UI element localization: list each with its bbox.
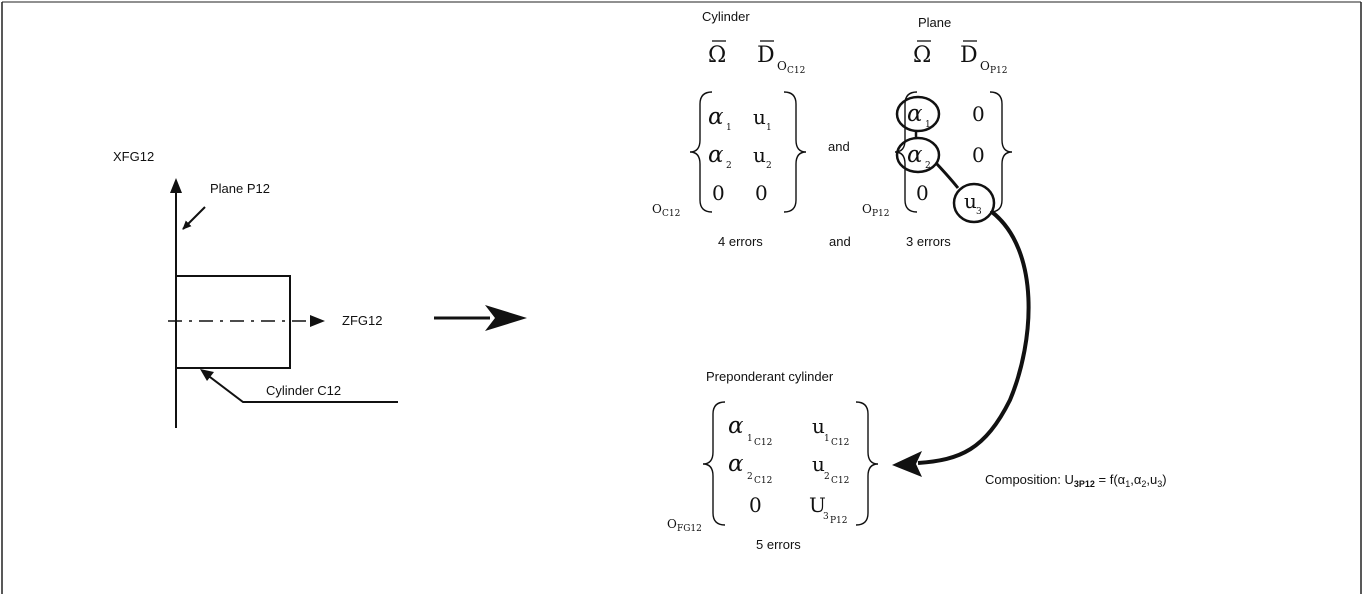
pl-u3-circle	[952, 182, 996, 224]
res-errors: 5 errors	[756, 537, 801, 552]
pl-origin: O	[862, 202, 872, 216]
res-r1-u-sub: 1	[824, 434, 830, 444]
composition-text: Composition: U3P12 = f(α1,α2,u3)	[985, 472, 1167, 489]
res-r2-u-sub: 2	[824, 472, 830, 482]
res-left-brace	[702, 401, 726, 526]
plane-block: Plane Ω D O P12 α 1 0 α 2 0 0 u 3 O P12 …	[862, 15, 1013, 249]
pl-d-sub: O	[980, 59, 990, 73]
cyl-r1-u: u	[753, 105, 766, 129]
res-r1-alpha-sub: 1	[747, 434, 753, 444]
cyl-r2-u-sub: 2	[766, 161, 772, 171]
res-r1-u: u	[812, 414, 825, 438]
x-axis-label: XFG12	[113, 149, 154, 164]
pl-omega-symbol: Ω	[913, 43, 931, 68]
res-origin-sub: FG12	[677, 524, 702, 534]
pl-d-symbol: D	[960, 43, 978, 68]
composition-curve	[917, 210, 1031, 465]
res-r2-alpha-subsub: C12	[754, 476, 772, 486]
plane-pointer-line	[182, 206, 206, 230]
cyl-errors: 4 errors	[718, 234, 763, 249]
res-r2-u-subsub: C12	[831, 476, 849, 486]
pl-r2-u: 0	[972, 143, 985, 167]
res-r2-alpha-sub: 2	[747, 472, 753, 482]
left-diagram: XFG12 Plane P12 ZFG12 Cylinder C12	[113, 149, 398, 428]
pl-r1-u: 0	[972, 102, 985, 126]
cyl-r1-alpha-sub: 1	[726, 123, 732, 133]
x-axis-arrowhead	[170, 178, 182, 193]
transition-arrow-icon	[434, 305, 527, 331]
res-r1-u-subsub: C12	[831, 438, 849, 448]
cylinder-label: Cylinder C12	[266, 383, 341, 398]
pl-r3-u: u	[964, 189, 977, 213]
pl-d-subsub: P12	[990, 66, 1008, 76]
cylinder-pointer-line	[205, 373, 398, 403]
cyl-r1-u-sub: 1	[766, 123, 772, 133]
res-r1-alpha: α	[728, 413, 744, 439]
and-middle: and	[828, 139, 850, 154]
cylinder-block: Cylinder Ω D O C12 α 1 u 1 α 2 u 2 0 0 O…	[652, 9, 807, 249]
cyl-omega-symbol: Ω	[708, 43, 726, 68]
cyl-left-brace	[689, 91, 713, 213]
cyl-r3-u: 0	[755, 181, 768, 205]
res-r2-alpha: α	[728, 451, 744, 477]
result-title: Preponderant cylinder	[706, 369, 834, 384]
pl-r1-alpha: α	[907, 101, 923, 127]
pl-r3-a: 0	[916, 181, 929, 205]
and-bottom: and	[829, 234, 851, 249]
pl-r2-alpha-sub: 2	[925, 161, 931, 171]
cyl-right-brace	[783, 91, 807, 213]
cyl-r1-alpha: α	[708, 104, 724, 130]
cyl-d-sub: O	[777, 59, 787, 73]
cyl-d-subsub: C12	[787, 66, 805, 76]
pl-alpha1-circle	[895, 95, 941, 133]
res-r1-alpha-subsub: C12	[754, 438, 772, 448]
result-block: Preponderant cylinder α 1 C12 u 1 C12 α …	[667, 369, 879, 552]
cyl-origin: O	[652, 202, 662, 216]
cyl-r2-u: u	[753, 143, 766, 167]
res-r3-u-subsub: P12	[830, 516, 848, 526]
cyl-origin-sub: C12	[662, 209, 680, 219]
cyl-r3-a: 0	[712, 181, 725, 205]
pl-alpha2-circle	[895, 136, 941, 174]
pl-origin-sub: P12	[872, 209, 890, 219]
z-axis-label: ZFG12	[342, 313, 382, 328]
z-axis-arrowhead	[310, 315, 325, 327]
pl-r2-alpha: α	[907, 142, 923, 168]
cyl-r2-alpha-sub: 2	[726, 161, 732, 171]
res-r3-a: 0	[749, 493, 762, 517]
res-r3-u-sub: 3	[823, 512, 829, 522]
cylinder-rect	[175, 275, 291, 369]
composition-arrowhead-icon	[892, 451, 922, 477]
pl-r1-alpha-sub: 1	[925, 120, 931, 130]
pl-right-brace	[989, 91, 1013, 213]
composition-formula: Composition: U3P12 = f(α1,α2,u3)	[985, 472, 1167, 489]
res-right-brace	[855, 401, 879, 526]
pl-alpha2-to-u3-link	[934, 161, 960, 189]
pl-r3-u-sub: 3	[976, 207, 982, 217]
res-r2-u: u	[812, 452, 825, 476]
cyl-r2-alpha: α	[708, 142, 724, 168]
cylinder-title: Cylinder	[702, 9, 750, 24]
cylinder-pointer-arrowhead	[200, 369, 214, 381]
plane-title: Plane	[918, 15, 951, 30]
res-origin: O	[667, 517, 677, 531]
res-r3-u: U	[809, 493, 826, 517]
cyl-d-symbol: D	[757, 43, 775, 68]
plane-label: Plane P12	[210, 181, 270, 196]
pl-errors: 3 errors	[906, 234, 951, 249]
